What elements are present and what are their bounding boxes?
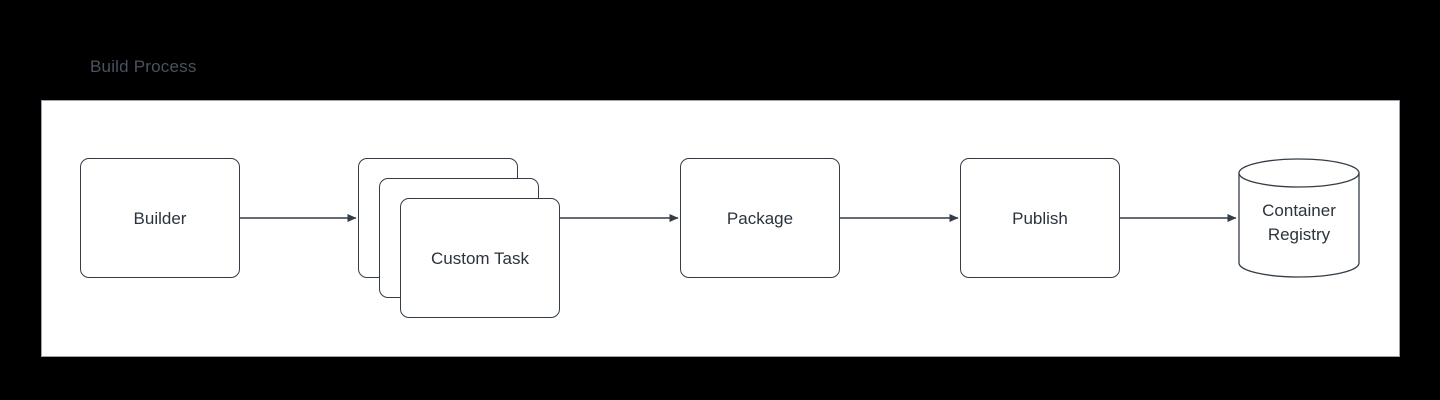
node-publish[interactable]: Publish [960,158,1120,278]
node-container-registry-label-line2: Registry [1267,225,1331,244]
node-container-registry-label-line1: Container [1262,201,1336,220]
page-title: Build Process [90,57,197,76]
node-package[interactable]: Package [680,158,840,278]
cylinder-icon [1238,158,1360,278]
node-custom-task-label: Custom Task [431,248,529,268]
node-custom-task-stack[interactable]: Custom Task Custom Task Custom Task [358,158,562,322]
node-builder-label: Builder [133,208,187,228]
node-container-registry-label-group: Container Registry [1238,158,1360,278]
node-container-registry[interactable]: Container Registry [1238,158,1360,278]
node-publish-label: Publish [1012,208,1068,228]
node-package-label: Package [726,208,794,228]
node-custom-task-card-front[interactable]: Custom Task [400,198,560,318]
node-builder[interactable]: Builder [80,158,240,278]
